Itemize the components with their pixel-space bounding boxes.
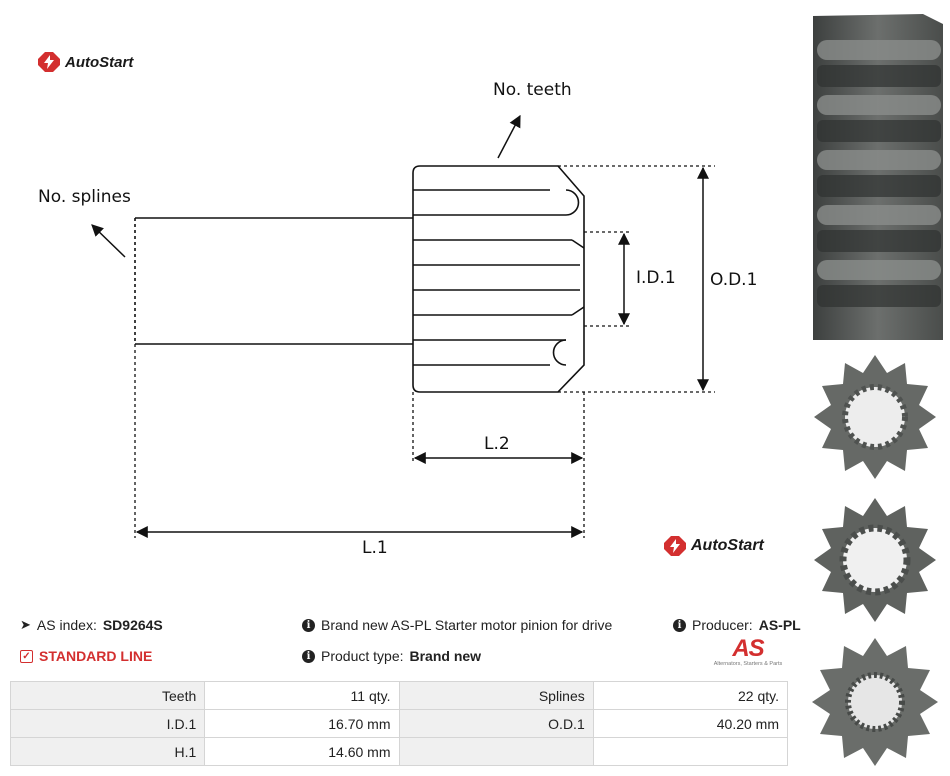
producer: i Producer: AS-PL (673, 617, 801, 633)
specs-table: Teeth 11 qty. Splines 22 qty. I.D.1 16.7… (9, 681, 789, 766)
as-index-value: SD9264S (102, 617, 163, 633)
pinion-side-photo (813, 14, 943, 340)
info-icon: i (673, 618, 686, 632)
od1-label: O.D.1 (710, 270, 758, 290)
pinion-gear-body (412, 165, 585, 393)
autostart-logo-text: AutoStart (691, 537, 764, 554)
spec-value: 22 qty. (592, 681, 789, 710)
spec-value: 11 qty. (204, 681, 400, 710)
product-type-value: Brand new (409, 648, 482, 664)
producer-value: AS-PL (758, 617, 801, 633)
standard-line-text: STANDARD LINE (39, 648, 153, 664)
as-index: ➤ AS index: SD9264S (20, 617, 163, 633)
table-row: I.D.1 16.70 mm O.D.1 40.20 mm (9, 709, 789, 738)
product-type: i Product type: Brand new (302, 648, 481, 664)
autostart-logo: AutoStart (38, 52, 133, 72)
standard-line-badge: ✓ STANDARD LINE (20, 648, 152, 664)
table-row: Teeth 11 qty. Splines 22 qty. (9, 681, 789, 710)
tags-icon: ➤ (20, 617, 31, 632)
l1-label: L.1 (362, 538, 388, 558)
spec-value: 16.70 mm (204, 709, 400, 738)
spec-label: O.D.1 (398, 709, 594, 738)
spec-value (592, 737, 789, 766)
as-pl-logo-caption: Alternators, Starters & Parts (713, 661, 783, 667)
pinion-back-photo (812, 638, 938, 766)
technical-drawing (91, 114, 715, 538)
as-pl-logo: AS Alternators, Starters & Parts (704, 637, 792, 668)
checkbox-icon: ✓ (20, 649, 33, 663)
table-row: H.1 14.60 mm (9, 737, 789, 766)
pinion-shaft (134, 217, 413, 345)
spec-label (398, 737, 594, 766)
no-splines-label: No. splines (38, 187, 131, 207)
id1-label: I.D.1 (636, 268, 676, 288)
info-icon: i (302, 649, 315, 663)
spec-label: Teeth (9, 681, 206, 710)
info-icon: i (302, 618, 315, 632)
product-type-label: Product type: (321, 648, 404, 664)
l2-label: L.2 (484, 434, 510, 454)
spec-label: H.1 (9, 737, 206, 766)
no-splines-pointer-arrow (91, 224, 126, 258)
spec-value: 40.20 mm (592, 709, 789, 738)
autostart-logo-icon (664, 536, 686, 556)
as-pl-logo-text: AS (732, 635, 764, 662)
autostart-logo-secondary: AutoStart (664, 536, 764, 556)
pinion-angle-photo (814, 498, 936, 622)
no-teeth-label: No. teeth (493, 80, 572, 100)
product-description: i Brand new AS-PL Starter motor pinion f… (302, 617, 612, 633)
description-text: Brand new AS-PL Starter motor pinion for… (321, 617, 613, 633)
spec-label: Splines (398, 681, 594, 710)
autostart-logo-text: AutoStart (65, 53, 134, 71)
no-teeth-pointer-arrow (497, 114, 521, 159)
pinion-front-photo (814, 355, 936, 479)
producer-label: Producer: (692, 617, 753, 633)
spec-label: I.D.1 (9, 709, 206, 738)
autostart-logo-icon (38, 52, 60, 72)
spec-value: 14.60 mm (204, 737, 400, 766)
as-index-label: AS index: (36, 617, 97, 633)
